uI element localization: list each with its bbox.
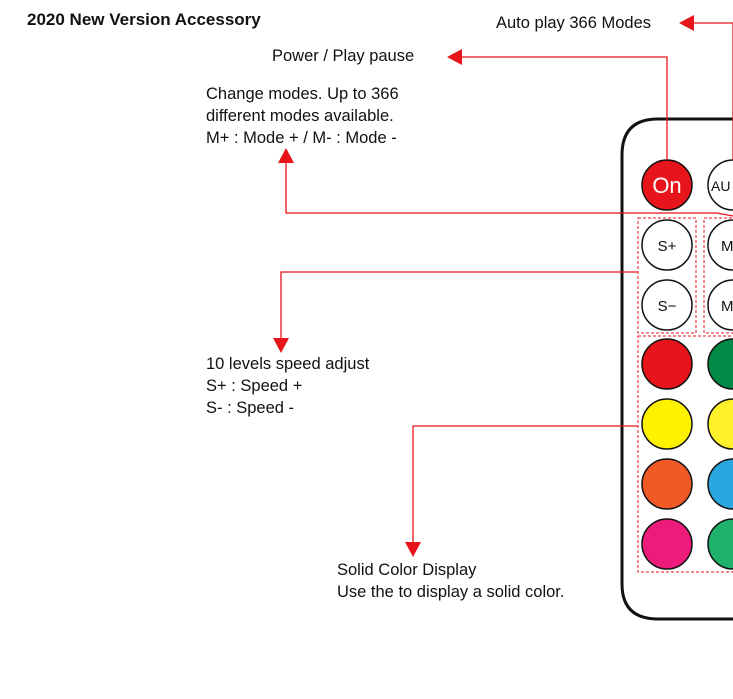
color-arrowhead xyxy=(405,542,421,557)
auto-leader-line xyxy=(693,22,733,160)
page-title: 2020 New Version Accessory xyxy=(27,10,261,29)
speed-arrowhead xyxy=(273,338,289,353)
color-button xyxy=(641,518,693,570)
mode-up-label: M xyxy=(721,238,733,255)
callout-line: Power / Play pause xyxy=(272,47,415,65)
color-button xyxy=(707,518,733,570)
color-group-box xyxy=(637,335,733,573)
power-leader-line xyxy=(460,56,668,160)
callout-line: S+ : Speed + xyxy=(206,377,303,395)
auto-button: AU xyxy=(707,159,733,211)
auto-button-label: AU xyxy=(711,178,730,194)
color-button xyxy=(707,398,733,450)
speed-up-button: S+ xyxy=(641,219,693,271)
arrowheads xyxy=(273,15,694,557)
on-button-label: On xyxy=(652,173,681,198)
mode-arrowhead xyxy=(278,148,294,163)
callout-line: Change modes. Up to 366 xyxy=(206,85,399,103)
mode-down-label: M xyxy=(721,298,733,315)
mode-callout: Change modes. Up to 366 different modes … xyxy=(206,83,399,149)
callout-lines xyxy=(280,22,733,544)
mode-down-button: M xyxy=(707,279,733,331)
callout-line: M+ : Mode + / M- : Mode - xyxy=(206,129,397,147)
speed-callout: 10 levels speed adjust S+ : Speed + S- :… xyxy=(206,353,369,419)
callout-line: Solid Color Display xyxy=(337,561,477,579)
mode-up-button: M xyxy=(707,219,733,271)
callout-line: S- : Speed - xyxy=(206,399,295,417)
color-button xyxy=(641,338,693,390)
color-leader-line xyxy=(412,425,638,544)
power-arrowhead xyxy=(447,49,462,65)
speed-down-button: S− xyxy=(641,279,693,331)
mode-group-box xyxy=(703,217,733,334)
color-button xyxy=(707,458,733,510)
solid-color-callout: Solid Color Display Use the to display a… xyxy=(337,559,564,603)
color-button xyxy=(707,338,733,390)
color-button-grid xyxy=(641,338,733,570)
auto-arrowhead xyxy=(679,15,694,31)
speed-down-label: S− xyxy=(658,298,677,315)
speed-leader-line xyxy=(280,271,638,340)
speed-group-box xyxy=(637,217,697,334)
power-callout: Power / Play pause xyxy=(272,45,414,67)
speed-up-label: S+ xyxy=(658,238,677,255)
callout-line: Auto play 366 Modes xyxy=(496,14,652,32)
on-button: On xyxy=(641,159,693,211)
auto-play-callout: Auto play 366 Modes xyxy=(496,12,651,34)
callout-line: Use the to display a solid color. xyxy=(337,583,565,601)
color-button xyxy=(641,458,693,510)
callout-line: 10 levels speed adjust xyxy=(206,355,370,373)
color-button xyxy=(641,398,693,450)
mode-leader-line xyxy=(285,162,733,217)
callout-line: different modes available. xyxy=(206,107,394,125)
